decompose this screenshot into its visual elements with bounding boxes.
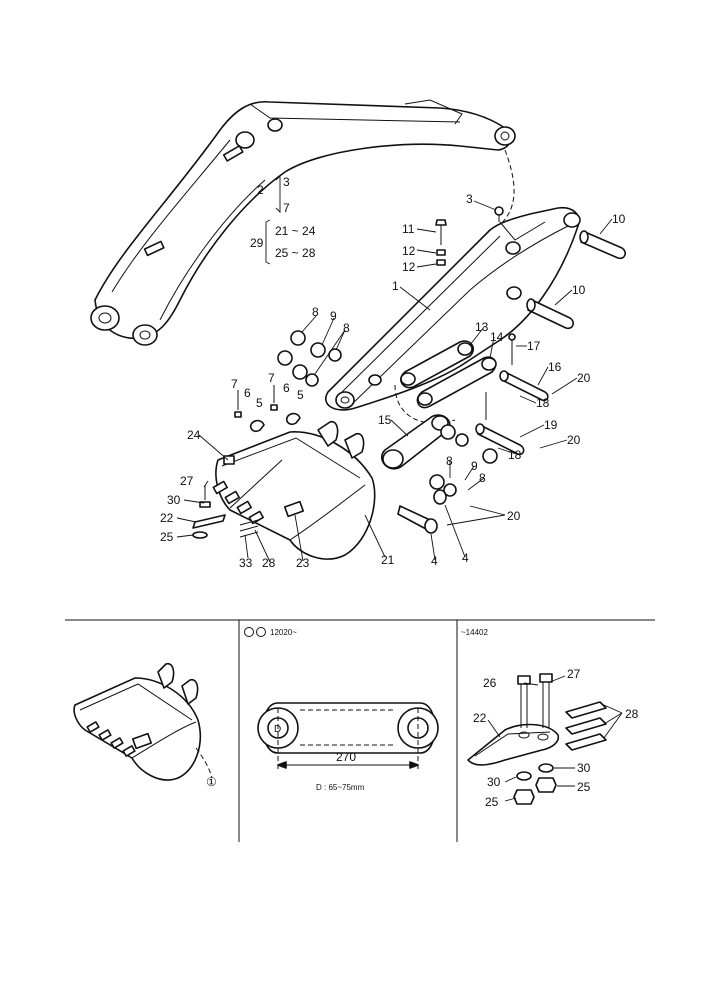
callout-22-right: 22	[473, 711, 487, 725]
panel-dividers	[65, 619, 655, 842]
callout-28-right: 28	[625, 707, 639, 721]
callout-22-left: 22	[160, 511, 174, 525]
bushings-lower	[429, 424, 498, 497]
dimension-270: 270	[336, 750, 356, 764]
callout-28-left: 28	[262, 556, 276, 570]
callout-25-left: 25	[160, 530, 174, 544]
callout-4-a: 4	[431, 554, 438, 568]
pin-10-upper	[579, 230, 627, 260]
bolt-11	[435, 219, 447, 266]
callout-labels: 1 2 3 3 7 29 21 ~ 24 25 ~ 28 11 12 12 10…	[160, 175, 639, 809]
callout-8-a: 8	[312, 305, 319, 319]
callout-15: 15	[378, 413, 392, 427]
callout-13: 13	[475, 320, 489, 334]
callout-27-right: 27	[567, 667, 581, 681]
callout-20-b: 20	[567, 433, 581, 447]
right-panel-header: ~14402	[461, 628, 488, 637]
pin-19	[475, 392, 525, 456]
callout-30-left: 30	[167, 493, 181, 507]
pin-4	[397, 489, 447, 534]
callout-21: 21	[381, 553, 395, 567]
callout-16: 16	[548, 360, 562, 374]
callout-5-a: 5	[256, 396, 263, 410]
link-14	[416, 356, 497, 409]
callout-12-upper: 12	[402, 244, 416, 258]
callout-7-b: 7	[231, 377, 238, 391]
link-dimension-view	[257, 702, 439, 770]
callout-20-a: 20	[577, 371, 591, 385]
callout-14: 14	[490, 330, 504, 344]
callout-7-sub: 7	[283, 201, 290, 215]
callout-6-b: 6	[283, 381, 290, 395]
callout-26: 26	[483, 676, 497, 690]
callout-8-c: 8	[446, 454, 453, 468]
callout-17: 17	[527, 339, 541, 353]
variant-mark: ①	[206, 775, 217, 789]
bucket-variant	[73, 662, 213, 781]
callout-18-a: 18	[536, 396, 550, 410]
callout-19: 19	[544, 418, 558, 432]
callout-25-right-b: 25	[577, 780, 591, 794]
callout-5-b: 5	[297, 388, 304, 402]
callout-10-lower: 10	[572, 283, 586, 297]
callout-6-a: 6	[244, 386, 251, 400]
arm	[325, 206, 581, 424]
callout-30-right-a: 30	[487, 775, 501, 789]
callout-25-28: 25 ~ 28	[275, 246, 316, 260]
link-15	[380, 414, 451, 470]
callout-4-b: 4	[462, 551, 469, 565]
callout-9-a: 9	[330, 309, 337, 323]
bolts-5-6-7	[234, 385, 301, 433]
bore-label: D	[274, 724, 281, 735]
leaders	[176, 174, 613, 563]
callout-20-c: 20	[507, 509, 521, 523]
callout-12-lower: 12	[402, 260, 416, 274]
tooth-exploded-view	[467, 673, 623, 805]
bucket	[212, 420, 376, 560]
pin-10-lower	[526, 298, 575, 330]
callout-18-b: 18	[508, 448, 522, 462]
boom	[90, 99, 516, 346]
grease-nipple-3	[494, 206, 504, 222]
callout-23: 23	[296, 556, 310, 570]
bore-note: D : 65~75mm	[316, 783, 365, 792]
callout-8-d: 8	[479, 471, 486, 485]
callout-21-24: 21 ~ 24	[275, 224, 316, 238]
tooth-fasteners-left	[192, 485, 259, 539]
callout-7-c: 7	[268, 371, 275, 385]
callout-27-left: 27	[180, 474, 194, 488]
link-13	[400, 340, 475, 389]
callout-11: 11	[402, 222, 415, 236]
callout-29: 29	[250, 236, 264, 250]
callout-2: 2	[257, 183, 264, 197]
callout-3: 3	[466, 192, 473, 206]
panel-texts: 12020~ ~14402 270 D D : 65~75mm ①	[206, 627, 488, 792]
callout-10-upper: 10	[612, 212, 626, 226]
callout-30-right-b: 30	[577, 761, 591, 775]
callout-3-sub: 3	[283, 175, 290, 189]
callout-8-b: 8	[343, 321, 350, 335]
pin-16	[499, 333, 549, 402]
callout-33: 33	[239, 556, 253, 570]
bucket-teeth	[212, 480, 264, 525]
callout-1: 1	[392, 279, 399, 293]
callout-24: 24	[187, 428, 201, 442]
bushings-upper	[277, 330, 342, 387]
callout-25-right-a: 25	[485, 795, 499, 809]
middle-panel-header: 12020~	[270, 628, 297, 637]
callout-9-b: 9	[471, 459, 478, 473]
